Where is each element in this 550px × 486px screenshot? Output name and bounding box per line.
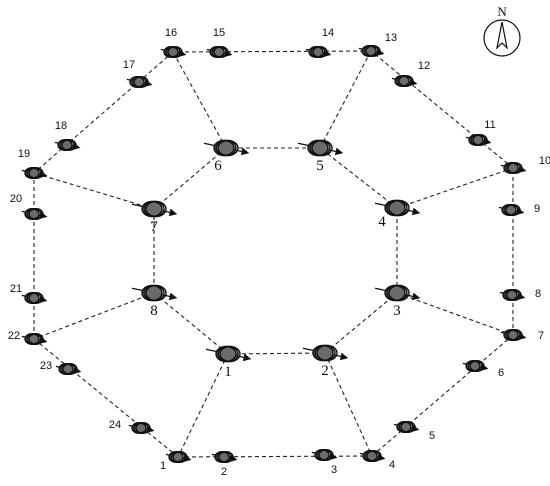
- outer-node-label: 22: [8, 330, 20, 342]
- outer-node-label: 11: [484, 119, 495, 131]
- outer-node-label: 13: [385, 32, 397, 44]
- outer-node-label: 7: [538, 330, 544, 342]
- inner-turbine-icon: [297, 139, 344, 157]
- outer-turbine-icon: [21, 292, 48, 304]
- outer-turbine-icon: [126, 76, 153, 88]
- outer-turbine-icon: [500, 329, 527, 341]
- outer-turbine-icon: [21, 167, 48, 179]
- outer-node-label: 6: [498, 367, 504, 379]
- outer-turbine-icon: [206, 46, 233, 58]
- outer-node-label: 19: [18, 148, 30, 160]
- inner-turbine-icon: [131, 200, 178, 218]
- outer-node-label: 12: [418, 60, 430, 72]
- outer-turbine-icon: [462, 360, 489, 372]
- outer-turbine-icon: [393, 421, 420, 433]
- outer-turbine-icon: [21, 333, 48, 345]
- outer-turbine-icon: [128, 422, 155, 434]
- outer-turbine-icon: [358, 45, 385, 57]
- outer-node-label: 1: [160, 460, 166, 472]
- inner-node-label: 5: [316, 158, 324, 174]
- inner-node-label: 6: [214, 158, 222, 174]
- dashed-connection-line: [396, 292, 514, 336]
- outer-node-label: 4: [389, 459, 395, 471]
- outer-turbine-icon: [465, 134, 492, 146]
- outer-node-label: 18: [55, 120, 67, 132]
- outer-node-label: 15: [213, 27, 225, 39]
- inner-turbine-icon: [203, 139, 250, 157]
- outer-node-label: 10: [539, 155, 550, 167]
- outer-node-label: 3: [331, 464, 337, 476]
- outer-turbine-icon: [165, 451, 192, 463]
- dashed-connection-line: [177, 455, 373, 458]
- outer-turbine-icon: [54, 139, 81, 151]
- outer-node-label: 5: [429, 430, 435, 442]
- outer-node-label: 14: [322, 27, 334, 39]
- dashed-connection-line: [33, 292, 155, 340]
- inner-node-label: 3: [393, 303, 401, 319]
- outer-turbine-icon: [305, 46, 332, 58]
- inner-node-label: 4: [378, 214, 386, 230]
- inner-turbine-icon: [374, 284, 421, 302]
- inner-node-label: 2: [321, 363, 329, 379]
- outer-node-label: 8: [535, 288, 541, 300]
- connection-lines: [33, 50, 514, 458]
- dashed-connection-line: [227, 352, 326, 355]
- outer-turbine-icon: [391, 75, 418, 87]
- outer-turbine-icon: [211, 451, 238, 463]
- inner-node-label: 8: [150, 303, 158, 319]
- outer-turbine-icon: [498, 204, 525, 216]
- dashed-connection-line: [319, 50, 372, 149]
- dashed-connection-line: [371, 334, 514, 457]
- dashed-connection-line: [33, 338, 179, 458]
- outer-node-label: 2: [221, 466, 227, 478]
- dashed-connection-line: [319, 147, 398, 209]
- dashed-connection-line: [172, 50, 372, 53]
- outer-turbine-icon: [311, 449, 338, 461]
- outer-node-label: 21: [10, 283, 22, 295]
- dashed-connection-line: [396, 167, 514, 209]
- north-label: N: [497, 4, 507, 19]
- dashed-connection-line: [33, 51, 174, 174]
- dashed-connection-line: [370, 50, 514, 169]
- outer-node-label: 24: [109, 419, 121, 431]
- inner-node-label: 7: [150, 219, 158, 235]
- dashed-connection-line: [172, 51, 227, 149]
- outer-node-label: 20: [10, 193, 22, 205]
- outer-turbine-icon: [500, 162, 527, 174]
- inner-turbine-icon: [302, 344, 349, 362]
- dashed-connection-line: [177, 353, 229, 458]
- dashed-connection-line: [324, 352, 373, 457]
- dashed-connection-line: [324, 292, 398, 354]
- outer-turbine-icon: [21, 208, 48, 220]
- outer-turbine-icon: [55, 363, 82, 375]
- outer-turbine-icon: [499, 289, 526, 301]
- inner-turbine-icon: [374, 199, 421, 217]
- north-arrow-icon: N: [483, 4, 521, 57]
- inner-turbine-icon: [205, 345, 252, 363]
- outer-node-label: 23: [40, 360, 52, 372]
- outer-turbine-icon: [359, 450, 386, 462]
- outer-turbine-icon: [160, 46, 187, 58]
- outer-node-label: 17: [123, 59, 135, 71]
- dashed-connection-line: [33, 172, 155, 210]
- outer-node-label: 16: [165, 27, 177, 39]
- dashed-connection-line: [153, 147, 227, 210]
- outer-node-label: 9: [534, 203, 540, 215]
- turbine-nodes: [21, 45, 527, 463]
- dashed-connection-line: [153, 292, 229, 355]
- inner-turbine-icon: [131, 284, 178, 302]
- inner-node-label: 1: [224, 364, 232, 380]
